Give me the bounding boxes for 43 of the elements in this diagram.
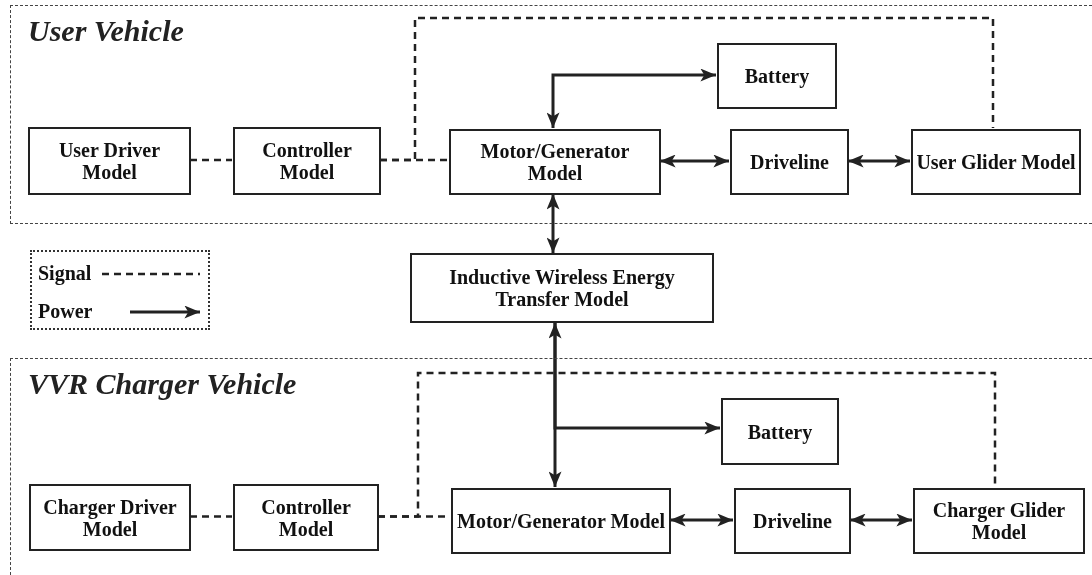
- connector-line: [380, 16, 995, 162]
- model-box: [721, 398, 839, 465]
- model-box: [28, 127, 191, 195]
- region-band: [10, 5, 1092, 224]
- box-label: Driveline: [753, 510, 832, 532]
- legend-label: Power: [38, 300, 93, 323]
- box-label: User Glider Model: [916, 151, 1076, 173]
- model-box: [233, 484, 379, 551]
- model-box: [913, 488, 1085, 554]
- region-band: [10, 358, 1092, 575]
- model-box: [734, 488, 851, 554]
- connector-line: [190, 158, 232, 162]
- box-label: User Driver Model: [57, 139, 162, 183]
- box-label: Battery: [747, 420, 813, 443]
- connector-line: [378, 371, 997, 518]
- box-label: Controller Model: [260, 495, 352, 540]
- box-label: Battery: [744, 65, 810, 87]
- model-box: [717, 43, 837, 109]
- box-label: Controller Model: [261, 139, 353, 183]
- arrow: [553, 323, 720, 435]
- box-label: Motor/Generator Model: [479, 140, 631, 184]
- model-box: [449, 129, 661, 195]
- box-label: Driveline: [750, 151, 829, 173]
- region-title: User Vehicle: [28, 14, 184, 48]
- box-label: Charger Driver Model: [42, 495, 178, 540]
- box-label: Charger Glider Model: [931, 499, 1067, 543]
- model-box: [410, 253, 714, 323]
- model-box: [730, 129, 849, 195]
- model-box: [911, 129, 1081, 195]
- connector-line: [190, 515, 232, 518]
- box-label: Motor/Generator Model: [457, 510, 665, 532]
- box-label: Inductive Wireless Energy Transfer Model: [448, 266, 676, 310]
- arrow: [660, 154, 729, 168]
- model-box: [451, 488, 671, 554]
- arrow: [670, 513, 733, 527]
- arrow: [546, 68, 716, 128]
- legend-label: Signal: [38, 262, 92, 285]
- model-box: [29, 484, 191, 551]
- arrow: [546, 194, 560, 253]
- arrow: [848, 154, 910, 168]
- arrow: [850, 513, 912, 527]
- model-box: [233, 127, 381, 195]
- region-title: VVR Charger Vehicle: [28, 367, 297, 401]
